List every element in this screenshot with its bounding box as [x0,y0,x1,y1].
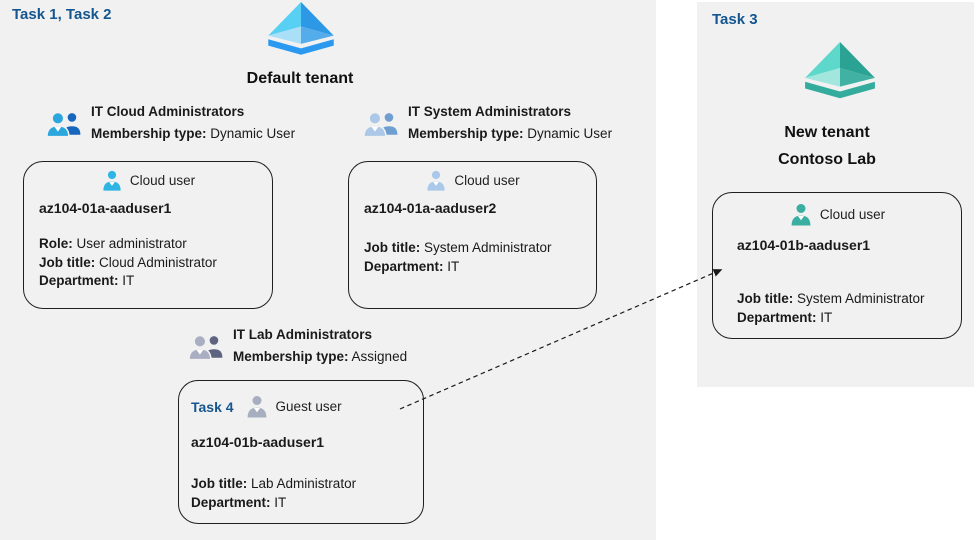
group-title: IT Lab Administrators [233,327,373,342]
user-fields: Role: User administrator Job title: Clou… [39,236,217,288]
card-header: Cloud user [713,201,961,228]
user-group-icon [46,111,81,138]
group-title: IT Cloud Administrators [91,104,245,119]
azure-tenant-icon-teal [805,42,875,99]
cloud-user-card-aaduser2: Cloud user az104-01a-aaduser2 Job title:… [348,161,597,309]
card-header: Cloud user [24,168,272,193]
user-name: az104-01b-aaduser1 [191,434,325,450]
azure-tenant-icon-blue [268,2,334,55]
card-header-label: Cloud user [454,173,520,188]
task-4-label: Task 4 [191,398,234,415]
card-header: Task 4 Guest user [191,393,342,420]
card-header-label: Cloud user [129,173,196,188]
group-membership: Membership type: Assigned [233,349,408,364]
card-header-label: Cloud user [819,207,886,222]
user-name: az104-01a-aaduser1 [39,200,172,216]
task-1-2-label: Task 1, Task 2 [12,6,112,23]
user-fields: Job title: System Administrator Departme… [737,291,925,325]
guest-user-card: Task 4 Guest user az104-01b-aaduser1 Job… [178,380,424,524]
cloud-user-icon [791,204,811,226]
task-3-label: Task 3 [712,11,758,28]
cloud-user-card-aaduser1: Cloud user az104-01a-aaduser1 Role: User… [23,161,273,309]
card-header: Cloud user [349,168,596,193]
card-header-label: Guest user [275,399,342,414]
group-title: IT System Administrators [408,104,572,119]
user-name: az104-01a-aaduser2 [364,200,497,216]
guest-user-icon [247,396,266,418]
user-fields: Job title: System Administrator Departme… [364,240,552,274]
group-it-lab-administrators: IT Lab Administrators Membership type: A… [188,326,407,366]
default-tenant-title: Default tenant [246,70,354,87]
group-it-system-administrators: IT System Administrators Membership type… [363,103,612,143]
cloud-user-icon [427,170,445,191]
user-fields: Job title: Lab Administrator Department:… [191,476,357,510]
group-it-cloud-administrators: IT Cloud Administrators Membership type:… [46,103,295,143]
cloud-user-icon [103,170,121,191]
new-tenant-title-line1: New tenant [784,124,870,141]
user-group-icon [188,334,223,361]
group-membership: Membership type: Dynamic User [91,126,296,141]
contoso-cloud-user-card: Cloud user az104-01b-aaduser1 Job title:… [712,192,962,339]
user-name: az104-01b-aaduser1 [737,237,871,253]
new-tenant-title-line2: Contoso Lab [778,151,876,168]
group-membership: Membership type: Dynamic User [408,126,613,141]
user-group-icon [363,111,398,138]
default-tenant-region [0,0,656,540]
